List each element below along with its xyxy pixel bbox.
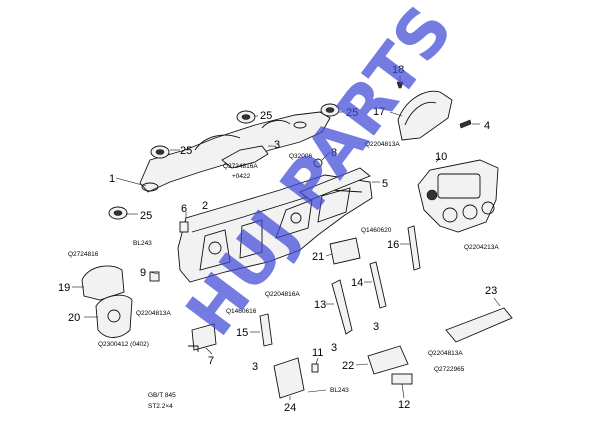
callout-18: 18 <box>392 64 404 76</box>
callout-11: 11 <box>312 347 323 359</box>
callout-19: 19 <box>58 282 70 294</box>
code-q32006: Q32006 <box>289 153 313 160</box>
code-0422: +0422 <box>232 173 251 180</box>
code-q1460616: Q1460616 <box>226 308 257 315</box>
code-q2724816: Q2724816 <box>68 251 99 258</box>
callout-21: 21 <box>312 251 324 263</box>
callout-3-right: 3 <box>373 321 379 333</box>
code-q2722965: Q2722965 <box>434 366 465 373</box>
callout-7: 7 <box>208 355 214 367</box>
code-q2204813a-right: Q2204813A <box>428 350 463 357</box>
code-q2204213a: Q2204213A <box>464 244 499 251</box>
part-switch-bezel-22 <box>367 345 409 375</box>
callout-3-upper: 3 <box>274 139 280 151</box>
part-clip-9 <box>149 271 160 282</box>
callout-13: 13 <box>314 299 326 311</box>
part-knob-8 <box>313 158 323 168</box>
callout-17: 17 <box>373 106 385 118</box>
callout-3-lower: 3 <box>252 361 258 373</box>
callout-20: 20 <box>68 312 80 324</box>
part-bracket-7 <box>188 323 217 352</box>
callout-22: 22 <box>342 360 354 372</box>
callout-numbers: 1 2 3 3 3 3 4 5 6 7 8 9 10 11 12 13 14 1… <box>58 64 497 414</box>
callout-2: 2 <box>202 200 208 212</box>
part-clip-6 <box>179 221 189 233</box>
part-strip-15 <box>259 313 273 347</box>
callout-15: 15 <box>236 327 248 339</box>
part-strip-13 <box>331 279 353 335</box>
callout-4: 4 <box>484 120 490 132</box>
code-bl243-bottom: BL243 <box>330 387 349 394</box>
part-clip-4 <box>459 119 472 129</box>
part-upper-trim <box>221 145 269 169</box>
part-cluster-hood <box>397 90 453 141</box>
callout-12: 12 <box>398 399 410 411</box>
callout-25-center: 25 <box>260 110 272 122</box>
code-q2204813a-top: Q2204813A <box>365 141 400 148</box>
callout-3-mid: 3 <box>331 342 337 354</box>
part-upper-dash-cover <box>139 111 331 193</box>
callout-6: 6 <box>181 203 187 215</box>
code-st22x4: ST2.2×4 <box>148 403 173 410</box>
code-gbt845: GB/T 845 <box>148 392 176 399</box>
callout-1: 1 <box>109 173 115 185</box>
callout-16: 16 <box>387 239 399 251</box>
callout-25-right: 25 <box>346 107 358 119</box>
part-trim-23 <box>445 307 513 343</box>
callout-10: 10 <box>435 151 447 163</box>
code-bl243-top: BL243 <box>133 240 152 247</box>
code-q2300412: Q2300412 (0402) <box>98 341 149 348</box>
code-q2204813a-left: Q2204813A <box>136 310 171 317</box>
code-q2204816a: Q2204816A <box>265 291 300 298</box>
part-strip-14 <box>369 261 387 309</box>
part-vent-strip <box>299 167 371 201</box>
part-number-codes: Q2724816A +0422 Q32006 Q2204813A Q146062… <box>68 141 499 410</box>
callout-25-left: 25 <box>180 145 192 157</box>
leader-lines <box>72 76 501 400</box>
part-speaker-center <box>236 110 256 124</box>
callout-5: 5 <box>382 178 388 190</box>
part-speaker-lower <box>108 206 128 220</box>
part-clip-11 <box>311 363 319 373</box>
watermark-text: HUJ PARTS <box>171 0 467 350</box>
part-screw-18 <box>396 81 404 89</box>
part-center-bezel <box>417 159 499 233</box>
part-latch-21 <box>329 237 361 265</box>
part-speaker-left <box>150 145 170 159</box>
part-lower-box-24 <box>273 357 305 399</box>
callout-24: 24 <box>284 402 296 414</box>
callout-14: 14 <box>351 277 363 289</box>
part-column-shroud-lower <box>95 294 133 338</box>
callout-25-lower: 25 <box>140 210 152 222</box>
callout-9: 9 <box>140 267 146 279</box>
code-q1460620: Q1460620 <box>361 227 392 234</box>
part-dashboard-frame <box>177 174 373 283</box>
part-strip-16 <box>407 225 421 271</box>
code-q2724816a: Q2724816A <box>223 163 258 170</box>
part-speaker-right <box>320 103 340 117</box>
part-panel-12 <box>391 373 413 385</box>
callout-23: 23 <box>485 285 497 297</box>
callout-8: 8 <box>331 147 337 159</box>
